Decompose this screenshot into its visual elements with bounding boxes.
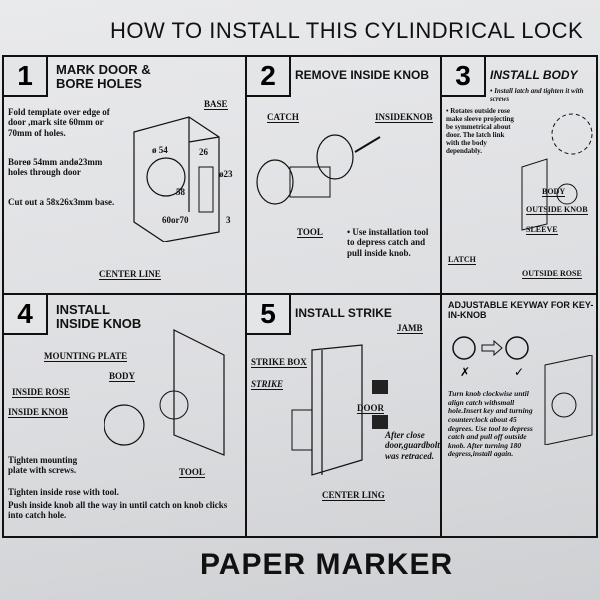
label-mounting-plate: MOUNTING PLATE [44,351,128,362]
step-text: After close door,guardbolt was retraced. [385,430,440,461]
label-center-line: CENTER LINE [99,269,161,280]
label-inside-rose: INSIDE ROSE [12,387,70,398]
keyway-text: Turn knob clockwise until align catch wi… [448,389,533,459]
step-heading: INSTALL INSIDE KNOB [56,302,142,332]
step-4-panel: 4 INSTALL INSIDE KNOB MOUNTING PLATE BOD… [2,293,247,538]
sheet-title: HOW TO INSTALL THIS CYLINDRICAL LOCK [110,18,584,43]
label-outside-rose: OUTSIDE ROSE [522,269,582,279]
label-strike: STRIKE [251,379,284,390]
step-text: • Rotates outside rose make sleeve proje… [446,107,514,156]
label-body: BODY [109,371,136,382]
step-heading: REMOVE INSIDE KNOB [295,68,430,82]
label-catch: CATCH [267,112,299,123]
step-number: 3 [440,55,486,97]
step-1-panel: 1 MARK DOOR & BORE HOLES Fold template o… [2,55,247,295]
door-bore-diagram [133,116,220,242]
label-center-ling: CENTER LING [322,490,385,501]
strike-diagram [291,344,388,476]
step-number: 4 [2,293,48,335]
step-text: Tighten inside rose with tool. [8,487,119,497]
step-text: • Install latch and tighten it with scre… [490,87,584,104]
label-strike-box: STRIKE BOX [251,357,307,368]
step-3-panel: 3 INSTALL BODY • Install latch and tight… [440,55,598,295]
label-base: BASE [204,99,228,110]
label-d3: 3 [226,215,231,225]
label-body: BODY [542,187,566,197]
key-in-knob-diagram [544,355,593,445]
keyway-panel: ADJUSTABLE KEYWAY FOR KEY-IN-KNOB ✗ ✓ Tu… [440,293,598,538]
step-heading: INSTALL BODY [490,68,578,82]
inside-knob-diagram [104,329,225,456]
label-d54: ø 54 [152,145,168,155]
step-5-panel: 5 INSTALL STRIKE JAMB STRIKE BOX STRIKE … [245,293,442,538]
body-install-diagram [521,113,593,231]
step-text: Boreø 54mm andø23mm holes through door [8,157,103,178]
step-text: Cut out a 58x26x3mm base. [8,197,115,207]
step-text: Tighten mounting plate with screws. [8,455,78,476]
label-door: DOOR [357,403,384,414]
label-d60: 60or70 [162,215,189,225]
right-mark: ✓ [514,365,525,379]
step-text: Push inside knob all the way in until ca… [8,500,228,521]
step-2-panel: 2 REMOVE INSIDE KNOB CATCH INSIDEKNOB TO… [245,55,442,295]
label-outside-knob: OUTSIDE KNOB [526,205,588,215]
label-tool: TOOL [179,467,205,478]
label-jamb: JAMB [397,323,423,334]
label-d58: 58 [176,187,185,197]
label-tool: TOOL [297,227,323,238]
step-text: • Use installation tool to depress catch… [347,227,429,258]
step-number: 2 [245,55,291,97]
step-heading: INSTALL STRIKE [295,306,392,320]
knob-removal-diagram [256,134,381,205]
label-inside-knob: INSIDEKNOB [375,112,433,123]
bottom-heading: PAPER MARKER [200,548,454,581]
label-d26: 26 [199,147,208,157]
label-latch: LATCH [448,255,476,265]
step-number: 5 [245,293,291,335]
label-inside-knob: INSIDE KNOB [8,407,68,418]
step-heading: MARK DOOR & BORE HOLES [56,62,151,92]
label-d23: ø23 [219,169,233,179]
step-text: Fold template over edge of door ,mark si… [8,107,110,138]
wrong-mark: ✗ [460,365,471,379]
keyway-icons [452,336,529,360]
step-number: 1 [2,55,48,97]
keyway-heading: ADJUSTABLE KEYWAY FOR KEY-IN-KNOB [448,300,594,320]
label-sleeve: SLEEVE [526,225,558,235]
